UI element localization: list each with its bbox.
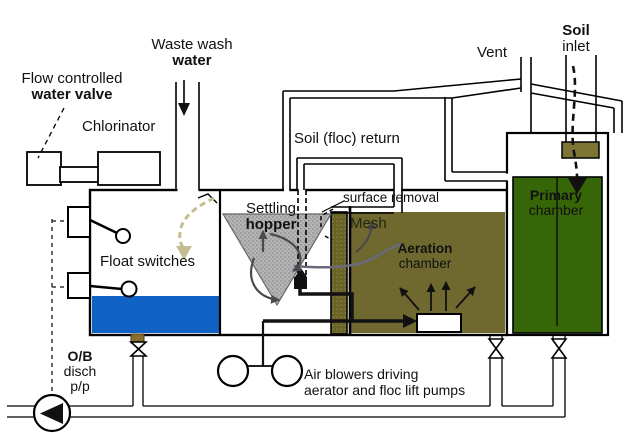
air-blowers-label: Air blowers driving aerator and floc lif… (304, 366, 466, 398)
soil-flow-arrow-icon (568, 65, 587, 194)
soil-inlet-label: Soil inlet (562, 22, 590, 55)
control-wiring (51, 219, 67, 396)
lift-pump-arrow-icon (295, 268, 307, 277)
valve-icon (487, 338, 505, 359)
waste-wash-water-label: Waste wash water (151, 36, 233, 69)
floc-return-pipework (282, 78, 522, 280)
valve-connector (59, 166, 100, 183)
settling-hopper-label: Settling hopper (245, 200, 297, 233)
dosing-assembly (26, 107, 161, 186)
aeration-water-fill (351, 212, 505, 333)
surface-removal-label: surface removal (343, 190, 440, 205)
chlorinator-box (97, 151, 161, 186)
vent-label: Vent (477, 44, 508, 61)
mesh-screen (330, 211, 348, 335)
mesh-label: Mesh (350, 215, 387, 232)
manifold-arrow-icon (403, 314, 417, 328)
soil-inlet-box (561, 141, 600, 159)
float-switches (67, 206, 138, 299)
flow-valve-label: Flow controlled water valve (21, 70, 123, 103)
aeration-manifold (261, 268, 476, 366)
primary-chamber-label: Primary chamber (528, 187, 584, 218)
settling-hopper-shape (221, 213, 333, 307)
float-switches-label: Float switches (100, 253, 196, 270)
flow-path-line (293, 242, 403, 269)
air-blower-icon (270, 354, 304, 388)
air-blowers (216, 354, 304, 388)
flow-control-valve-box (26, 151, 62, 186)
waste-water-inlet-pipe (175, 80, 218, 204)
inflow-arrow-icon (178, 103, 190, 116)
float-switch-icon (67, 272, 91, 299)
surface-removal-pointer (321, 200, 345, 213)
inflow-stream-arrow-icon (176, 196, 215, 260)
inlet-spout (197, 193, 218, 204)
bottom-pipework (7, 335, 566, 418)
diffuser-icon (416, 313, 462, 333)
aeration-chamber-label: Aeration chamber (397, 241, 453, 271)
primary-chamber-vessel (505, 131, 610, 337)
aeration-bubbles-arrows (399, 281, 476, 311)
pipe-openings (177, 173, 510, 193)
drain-valves (128, 333, 568, 359)
valve-icon (550, 338, 568, 359)
chlorinator-label: Chlorinator (82, 118, 156, 135)
valve-icon (128, 341, 149, 357)
discharge-pump (32, 393, 72, 433)
float-switch-icon (67, 206, 91, 238)
hopper-circulation-arrows (250, 220, 377, 304)
water-blue-fill (92, 296, 219, 333)
air-blower-icon (216, 354, 250, 388)
flow-valve-pointer (37, 107, 65, 159)
soil-floc-return-label: Soil (floc) return (294, 130, 400, 147)
ob-discharge-pump-label: O/B disch p/p (63, 348, 97, 394)
vent-soil-pipework (520, 55, 623, 142)
surface-skimmer (320, 208, 334, 230)
floc-lift-pump (294, 277, 307, 289)
